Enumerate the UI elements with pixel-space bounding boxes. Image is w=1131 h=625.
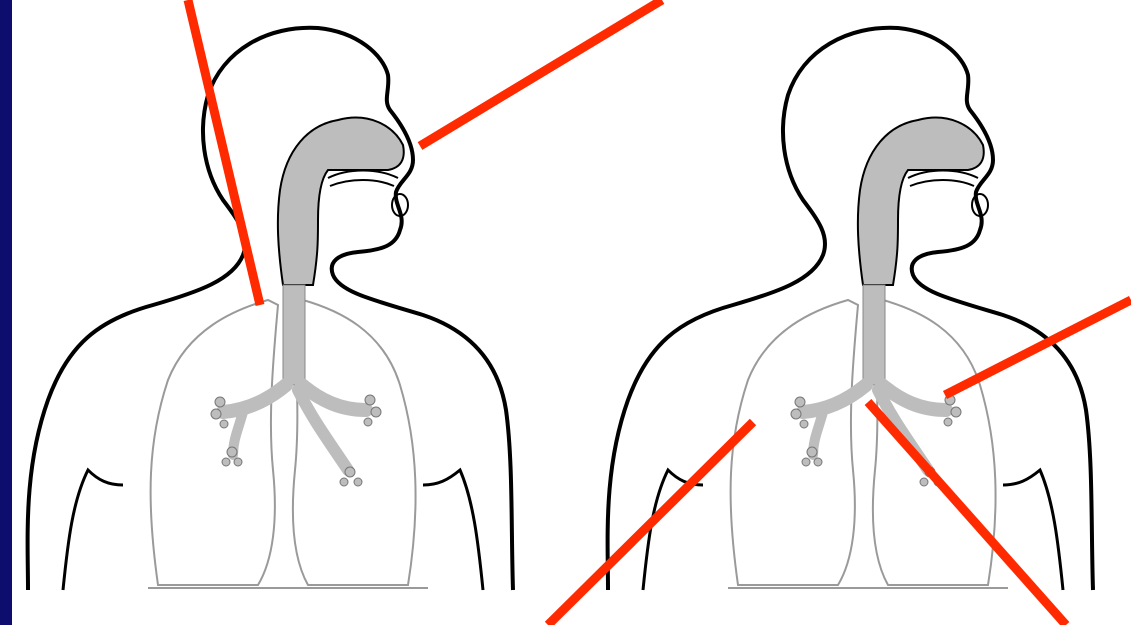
right-human-figure (608, 28, 1093, 590)
pointer-line-lung-right (548, 422, 753, 625)
pointer-line-bronchiole-right (945, 300, 1131, 395)
pointer-line-nose-left (420, 0, 662, 146)
left-human-figure (28, 28, 513, 590)
